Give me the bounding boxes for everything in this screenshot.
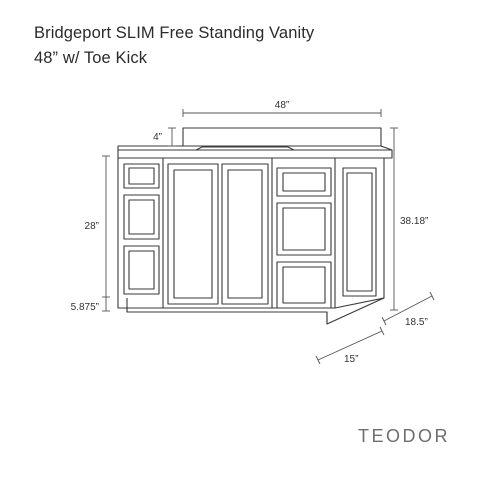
toekick-dim-line [102,297,110,312]
total-height-dim-line [390,127,398,311]
depth-top-dim-line [381,291,435,326]
right-drawer-3 [276,261,332,309]
depth-base-label: 15” [344,354,358,365]
depth-base-dim-line [315,326,385,365]
drawer-height-label: 28” [85,221,99,232]
backsplash-label: 4” [153,132,162,143]
brand-logo: TEODOR [357,426,450,446]
backsplash [182,127,382,146]
right-drawer-1 [276,167,332,197]
door-left [167,163,219,305]
width-label: 48” [275,100,289,111]
total-height-label: 38.18” [400,216,428,227]
toe-kick [126,297,385,325]
right-drawer-2 [276,202,332,256]
backsplash-dim-line [168,127,176,147]
cabinet-front [117,157,336,309]
countertop [117,145,393,159]
left-drawer-3 [123,245,160,295]
toe-kick-label: 5.875” [71,302,99,313]
height28-dim-line [102,155,110,298]
width-dim-line [182,109,382,117]
left-drawer-1 [123,163,160,189]
depth-top-label: 18.5” [405,317,428,328]
product-subtitle: 48” w/ Toe Kick [34,49,148,67]
cabinet-side [334,157,385,309]
door-right [221,163,269,305]
product-title: Bridgeport SLIM Free Standing Vanity [34,24,315,42]
left-drawer-2 [123,194,160,240]
